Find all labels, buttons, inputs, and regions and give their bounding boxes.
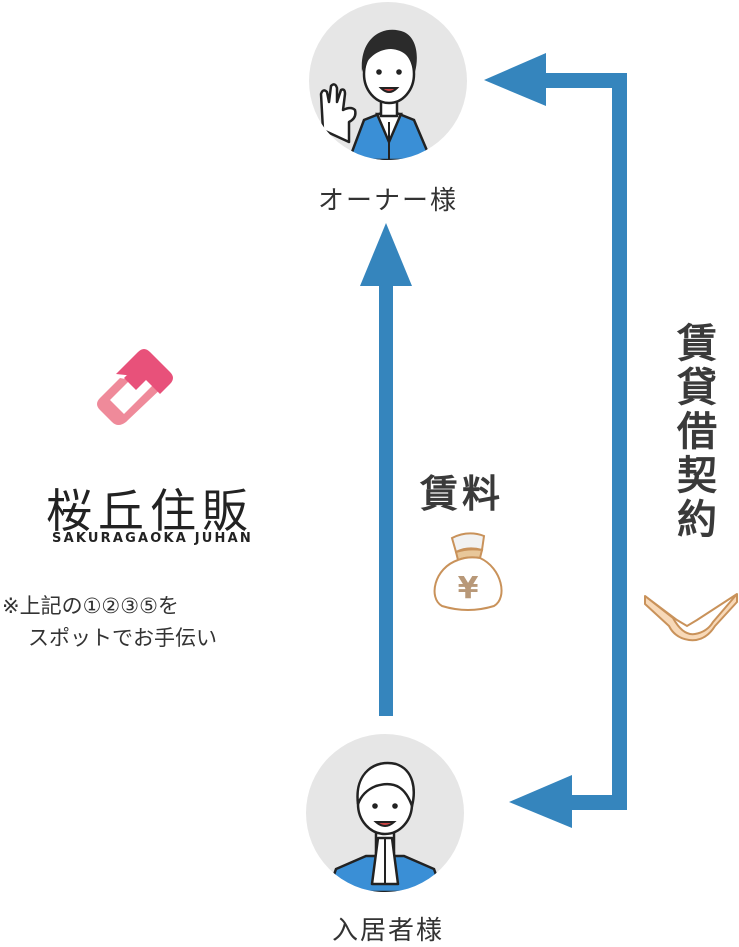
brand-name-en: SAKURAGAOKA JUHAN [52,531,253,546]
brand-logo-icon [97,349,173,425]
rent-arrow-head [360,223,412,286]
contract-arrow-bottom-shaft [566,795,627,810]
tenant-praying-hands-icon [326,761,444,892]
tenant-avatar [306,734,464,892]
contract-label: 賃貸借契約 [670,322,716,542]
owner-label: オーナー様 [317,186,458,216]
brand-name-jp: 桜丘住販 [46,484,254,538]
tenant-label: 入居者様 [331,916,444,946]
owner-avatar [309,2,467,160]
money-bag-yen-icon: ¥ [433,532,503,611]
svg-text:¥: ¥ [458,571,479,606]
note-line-2: スポットでお手伝い [28,626,217,650]
contract-arrow-bottom-head [509,775,572,828]
rent-label: 賃料 [420,472,505,516]
note-line-1: ※上記の①②③⑤を [2,594,179,618]
handshake-icon [644,593,738,642]
owner-ok-gesture-icon [319,29,433,160]
rent-arrow [360,223,412,716]
contract-arrow [484,53,627,828]
rent-arrow-shaft [379,280,393,716]
contract-arrow-top-shaft [540,73,627,88]
contract-arrow-vertical-bar [612,73,627,810]
contract-arrow-top-head [484,53,546,106]
